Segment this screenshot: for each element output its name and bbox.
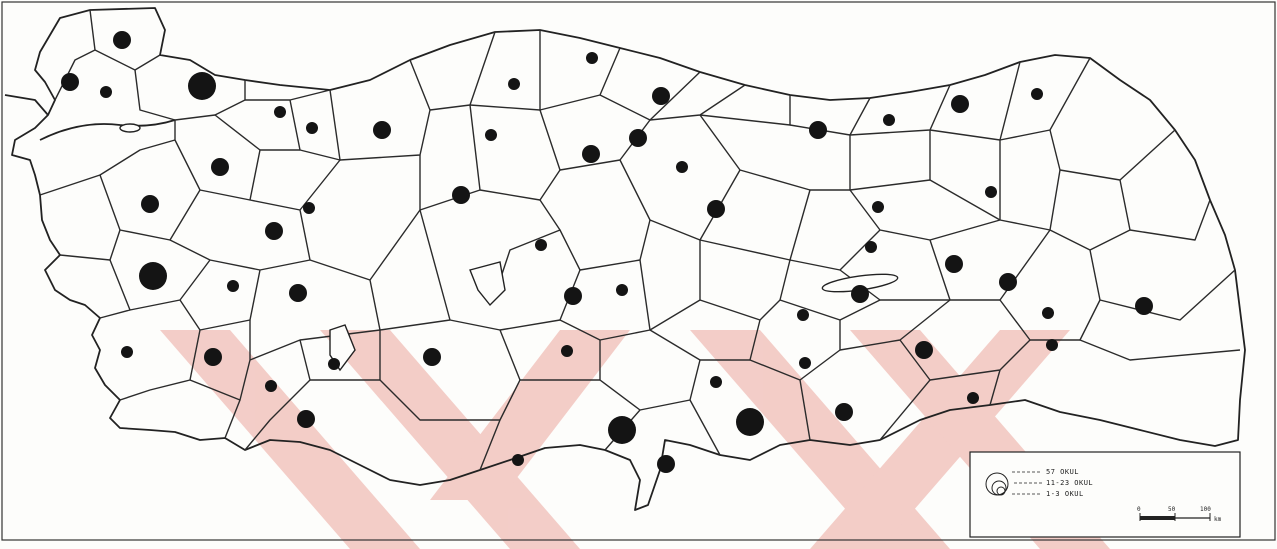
school-dot-41 — [328, 358, 340, 370]
school-dot-25 — [265, 222, 283, 240]
school-dot-32 — [564, 287, 582, 305]
school-dot-53 — [608, 416, 636, 444]
school-dot-36 — [1135, 297, 1153, 315]
school-dot-47 — [265, 380, 277, 392]
school-dot-14 — [809, 121, 827, 139]
school-dot-54 — [512, 454, 524, 466]
school-dot-24 — [985, 186, 997, 198]
legend-label-large: 57 OKUL — [1046, 468, 1079, 476]
school-dot-5 — [306, 122, 318, 134]
watermark — [160, 330, 1110, 549]
school-dot-11 — [629, 129, 647, 147]
school-dot-42 — [423, 348, 441, 366]
school-dot-9 — [586, 52, 598, 64]
school-dot-6 — [373, 121, 391, 139]
school-dot-45 — [915, 341, 933, 359]
school-dot-22 — [707, 200, 725, 218]
school-dot-44 — [1046, 339, 1058, 351]
school-dot-31 — [289, 284, 307, 302]
school-dot-13 — [676, 161, 688, 173]
school-dot-26 — [535, 239, 547, 251]
school-dot-15 — [883, 114, 895, 126]
school-dot-39 — [121, 346, 133, 358]
school-dot-27 — [865, 241, 877, 253]
school-dot-2 — [100, 86, 112, 98]
scale-tick-50: 50 — [1168, 506, 1176, 513]
school-dot-51 — [835, 403, 853, 421]
scale-tick-0: 0 — [1137, 506, 1141, 513]
school-dot-12 — [582, 145, 600, 163]
school-dot-48 — [710, 376, 722, 388]
scale-unit: km — [1214, 516, 1222, 523]
school-dot-16 — [951, 95, 969, 113]
school-dot-10 — [652, 87, 670, 105]
school-dot-8 — [508, 78, 520, 90]
school-dot-7 — [485, 129, 497, 141]
scale-tick-100: 100 — [1200, 506, 1211, 513]
school-dot-33 — [616, 284, 628, 296]
school-dot-34 — [851, 285, 869, 303]
school-dot-0 — [113, 31, 131, 49]
school-dot-3 — [188, 72, 216, 100]
school-dot-35 — [999, 273, 1017, 291]
school-dot-40 — [204, 348, 222, 366]
scale-bar: 0 50 100 km — [1137, 506, 1222, 523]
school-dot-29 — [139, 262, 167, 290]
school-dot-43 — [561, 345, 573, 357]
school-dot-50 — [297, 410, 315, 428]
school-dot-18 — [211, 158, 229, 176]
school-dot-19 — [141, 195, 159, 213]
school-dot-4 — [274, 106, 286, 118]
legend-symbol-small — [996, 486, 1006, 496]
country-outline — [4, 7, 1246, 511]
school-dot-55 — [657, 455, 675, 473]
school-dot-38 — [797, 309, 809, 321]
school-dot-49 — [967, 392, 979, 404]
school-dot-21 — [452, 186, 470, 204]
lakes — [119, 123, 899, 372]
school-dot-17 — [1031, 88, 1043, 100]
school-dot-52 — [736, 408, 764, 436]
school-dot-37 — [1042, 307, 1054, 319]
school-dots — [61, 31, 1153, 473]
school-dot-46 — [799, 357, 811, 369]
school-dot-1 — [61, 73, 79, 91]
school-dot-20 — [303, 202, 315, 214]
school-dot-28 — [945, 255, 963, 273]
legend-label-medium: 11-23 OKUL — [1046, 479, 1093, 487]
province-boundaries — [39, 9, 1241, 471]
school-dot-30 — [227, 280, 239, 292]
school-dot-23 — [872, 201, 884, 213]
legend-label-small: 1-3 OKUL — [1046, 490, 1084, 498]
legend: 57 OKUL 11-23 OKUL 1-3 OKUL 0 50 100 km — [969, 451, 1241, 538]
legend-box — [969, 451, 1241, 538]
